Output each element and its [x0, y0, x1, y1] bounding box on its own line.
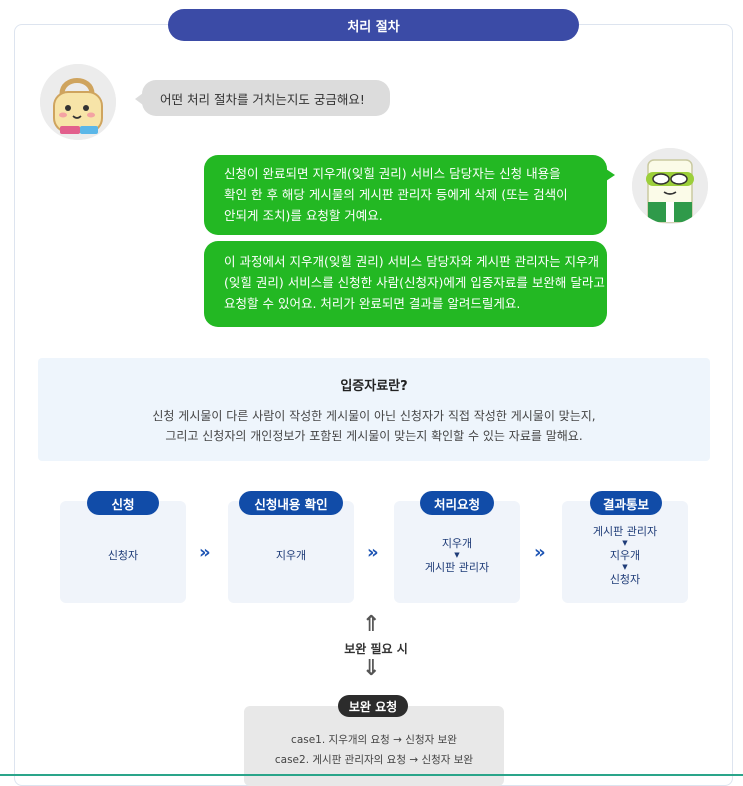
info-title: 입증자료란?: [340, 379, 408, 394]
down-triangle-icon: ▼: [454, 550, 460, 559]
down-triangle-icon: ▼: [622, 562, 628, 571]
step-label-apply: 신청: [87, 491, 159, 515]
chevron-right-icon: »: [199, 542, 211, 563]
answer-2-line: 이 과정에서 지우개(잊힐 권리) 서비스 담당자와 게시판 관리자는 지우개: [224, 254, 600, 269]
step-item: 신청자: [107, 548, 139, 562]
step-card-request: 지우개 ▼ 게시판 관리자: [394, 501, 520, 603]
step-label-request: 처리요청: [420, 491, 494, 515]
bottom-divider: [0, 774, 743, 776]
supplement-label: 보완 요청: [338, 695, 408, 717]
supplement-case: case2. 게시판 관리자의 요청 → 신청자 보완: [274, 754, 474, 766]
down-triangle-icon: ▼: [622, 538, 628, 547]
step-item: 신청자: [609, 572, 641, 586]
section-title: 처리 절차: [168, 9, 579, 41]
lock-character-avatar: [40, 64, 116, 140]
up-arrow-icon: ⇑: [362, 612, 381, 637]
info-description: 신청 게시물이 다른 사람이 작성한 게시물이 아닌 신청자가 직접 작성한 게…: [38, 406, 710, 446]
step-label-review: 신청내용 확인: [239, 491, 343, 515]
answer-1-line: 신청이 완료되면 지우개(잊힐 권리) 서비스 담당자는 신청 내용을: [224, 166, 561, 181]
question-bubble: 어떤 처리 절차를 거치는지도 궁금해요!: [135, 80, 390, 116]
step-card-apply: 신청자: [60, 501, 186, 603]
down-arrow-icon: ⇓: [362, 656, 381, 681]
step-item: 게시판 관리자: [424, 560, 490, 574]
answer-bubble-2: 이 과정에서 지우개(잊힐 권리) 서비스 담당자와 게시판 관리자는 지우개 …: [204, 241, 607, 327]
step-label-result: 결과통보: [590, 491, 662, 515]
evidence-info-box: 입증자료란? 신청 게시물이 다른 사람이 작성한 게시물이 아닌 신청자가 직…: [38, 358, 710, 461]
answer-2-line: (잊힐 권리) 서비스를 신청한 사람(신청자)에게 입증자료를 보완해 달라고: [224, 275, 605, 290]
supplement-case: case1. 지우개의 요청 → 신청자 보완: [291, 734, 457, 746]
supplement-condition: 보완 필요 시: [344, 642, 408, 656]
step-item: 게시판 관리자: [592, 524, 658, 538]
supplement-box: case1. 지우개의 요청 → 신청자 보완 case2. 게시판 관리자의 …: [244, 706, 504, 786]
answer-1-line: 안되게 조치)를 요청할 거예요.: [224, 208, 383, 223]
step-card-result: 게시판 관리자 ▼ 지우개 ▼ 신청자: [562, 501, 688, 603]
step-item: 지우개: [275, 548, 307, 562]
step-card-review: 지우개: [228, 501, 354, 603]
step-item: 지우개: [441, 536, 473, 550]
info-line: 신청 게시물이 다른 사람이 작성한 게시물이 아닌 신청자가 직접 작성한 게…: [152, 409, 596, 423]
chevron-right-icon: »: [534, 542, 546, 563]
info-line: 그리고 신청자의 개인정보가 포함된 게시물이 맞는지 확인할 수 있는 자료를…: [165, 429, 583, 443]
answer-bubble-1: 신청이 완료되면 지우개(잊힐 권리) 서비스 담당자는 신청 내용을 확인 한…: [204, 155, 615, 235]
eraser-character-avatar: [632, 148, 708, 224]
answer-1-line: 확인 한 후 해당 게시물의 게시판 관리자 등에게 삭제 (또는 검색이: [224, 187, 568, 202]
chevron-right-icon: »: [367, 542, 379, 563]
answer-2-line: 요청할 수 있어요. 처리가 완료되면 결과를 알려드릴게요.: [224, 296, 521, 311]
step-item: 지우개: [609, 548, 641, 562]
